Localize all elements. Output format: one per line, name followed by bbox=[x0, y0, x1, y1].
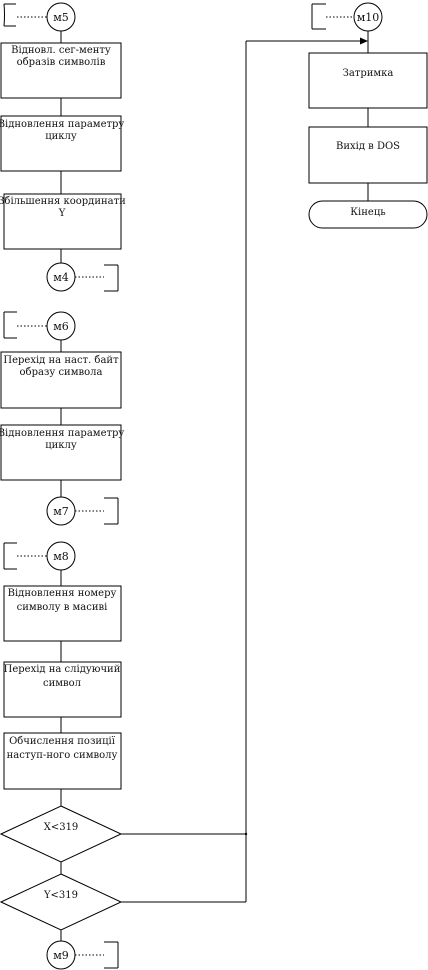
terminator-end: Кінець bbox=[308, 200, 428, 229]
block-restore-param-2: Відновлення параметру циклу bbox=[0, 424, 124, 481]
block-line: Відновл. сег-менту bbox=[11, 45, 111, 56]
block-delay: Затримка bbox=[308, 52, 428, 109]
decision-label: X<319 bbox=[44, 822, 79, 833]
block-restore-number: Відновлення номеру символу в масиві bbox=[3, 585, 122, 642]
block-line: Відновлення параметру bbox=[0, 428, 124, 439]
block-line: Вихід в DOS bbox=[336, 141, 400, 152]
block-line: Перехід на наст. байт bbox=[3, 355, 119, 366]
block-next-symbol: Перехід на слідуючий символ bbox=[3, 661, 122, 718]
decision-y-check: Y<319 bbox=[0, 873, 123, 931]
arrow-head bbox=[360, 37, 368, 45]
connector-m9: м9 bbox=[46, 940, 76, 970]
block-line: Збільшення координати bbox=[0, 196, 126, 207]
decision-label: Y<319 bbox=[43, 890, 78, 901]
connector-m6: м6 bbox=[46, 311, 76, 341]
bracket-m6 bbox=[3, 311, 17, 339]
connector-m4: м4 bbox=[46, 262, 76, 292]
connector-label: м9 bbox=[53, 949, 69, 962]
connector-label: м6 bbox=[53, 320, 69, 333]
bracket-m8 bbox=[3, 542, 17, 570]
connector-label: м10 bbox=[357, 11, 380, 24]
connector-label: м8 bbox=[53, 550, 69, 563]
block-line: символ bbox=[43, 678, 81, 689]
block-dos-exit: Вихід в DOS bbox=[308, 126, 428, 184]
block-line: циклу bbox=[45, 440, 77, 451]
block-calc-position: Обчислення позиції наступ-ного символу bbox=[3, 732, 122, 790]
connector-m7: м7 bbox=[46, 496, 76, 526]
block-restore-param-1: Відновлення параметру циклу bbox=[0, 115, 124, 172]
block-increase-y: Збільшення координати Y bbox=[0, 193, 126, 250]
connector-label: м7 bbox=[53, 505, 69, 518]
block-restore-segment: Відновл. сег-менту образів символів bbox=[0, 42, 122, 99]
connector-label: м5 bbox=[53, 11, 69, 24]
bracket-m7 bbox=[104, 497, 119, 525]
block-line: Перехід на слідуючий bbox=[4, 664, 121, 675]
connector-m10: м10 bbox=[353, 2, 383, 32]
block-line: Y bbox=[58, 208, 66, 219]
terminator-label: Кінець bbox=[350, 207, 386, 218]
bracket-m5 bbox=[3, 3, 16, 27]
connector-m5: м5 bbox=[46, 2, 76, 32]
block-line: Відновлення параметру bbox=[0, 119, 124, 130]
bracket-m9 bbox=[104, 941, 119, 969]
decision-x-check: X<319 bbox=[0, 805, 123, 863]
bracket-m10 bbox=[311, 3, 326, 30]
bracket-m4 bbox=[104, 264, 119, 292]
block-line: Відновлення номеру bbox=[8, 588, 117, 599]
block-line: наступ-ного символу bbox=[7, 750, 118, 761]
block-line: Обчислення позиції bbox=[9, 736, 116, 747]
block-next-byte: Перехід на наст. байт образу символа bbox=[0, 351, 122, 409]
block-line: циклу bbox=[45, 131, 77, 142]
connector-m8: м8 bbox=[46, 541, 76, 571]
connector-label: м4 bbox=[53, 271, 69, 284]
block-line: образів символів bbox=[17, 57, 106, 68]
block-line: символу в масиві bbox=[17, 602, 108, 613]
block-line: Затримка bbox=[343, 68, 394, 79]
block-line: образу символа bbox=[20, 367, 103, 378]
